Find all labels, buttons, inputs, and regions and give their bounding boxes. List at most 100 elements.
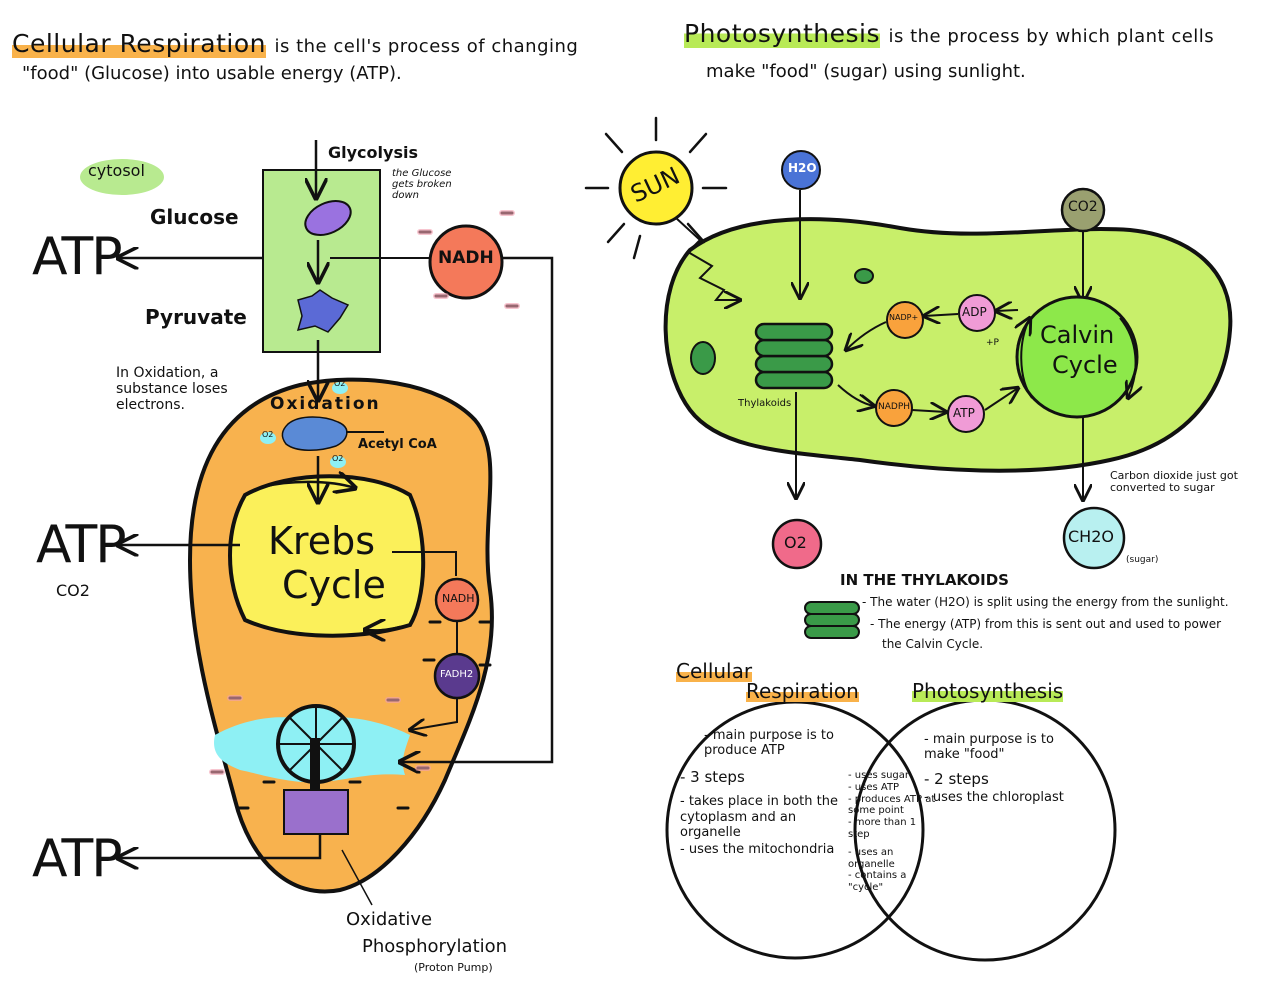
photo-title-key: Photosynthesis <box>684 19 881 48</box>
arrow-nadph-atp <box>911 410 946 412</box>
label-oxphos-2: Phosphorylation <box>362 936 508 957</box>
venn-left-item-0: - main purpose is to produce ATP <box>704 728 834 759</box>
arrow-atp-calvin <box>984 388 1018 411</box>
thylakoid-stack <box>754 322 834 390</box>
label-o2-b: O2 <box>262 430 274 439</box>
venn-right-item-2: - uses the chloroplast <box>924 790 1064 806</box>
label-pi: +P <box>986 338 999 348</box>
venn-both-item-0: - uses sugar <box>848 770 910 781</box>
label-fadh2: FADH2 <box>440 669 474 680</box>
venn-both-item-5: - contains a "cycle" <box>848 870 907 894</box>
label-cytosol: cytosol <box>88 161 145 180</box>
label-glycolysis: Glycolysis <box>328 143 418 162</box>
thylakoid-heading: IN THE THYLAKOIDS <box>840 571 1009 589</box>
chloroplast-shape <box>663 217 1233 473</box>
label-pyruvate: Pyruvate <box>145 305 247 329</box>
label-oxphos-3: (Proton Pump) <box>414 961 493 974</box>
label-atp-3: ATP <box>32 829 123 889</box>
arrow-atp-3 <box>118 834 322 858</box>
venn-right-item-0: - main purpose is to make "food" <box>924 732 1054 763</box>
oxygen-bubbles <box>260 382 348 468</box>
venn-left-item-2: - takes place in both the cytoplasm and … <box>680 794 838 840</box>
label-atp-2: ATP <box>36 515 127 575</box>
venn-both-item-2: - produces ATP at some point <box>848 793 936 817</box>
venn-label-right: Photosynthesis <box>912 679 1064 703</box>
calvin-cycle-circle <box>1015 295 1139 419</box>
photo-title-line2: make "food" (sugar) using sunlight. <box>706 61 1026 82</box>
krebs-arrow-bottom <box>365 627 401 630</box>
label-adp: ADP <box>962 305 987 319</box>
label-thylakoids: Thylakoids <box>738 398 792 409</box>
sun-ray-zigzag <box>675 217 740 300</box>
venn-left-list: - main purpose is to produce ATP - 3 ste… <box>680 728 840 858</box>
sun-rays <box>584 116 728 260</box>
electron-highlights <box>209 210 520 775</box>
venn-left-item-3: - uses the mitochondria <box>680 842 835 858</box>
acetyl-coa-shape <box>281 416 348 451</box>
label-oxidation-note: In Oxidation, a substance loses electron… <box>116 365 228 414</box>
arrow-fadh-pump <box>410 698 458 730</box>
label-krebs-1: Krebs <box>268 519 376 563</box>
resp-title-rest: is the cell's process of changing <box>274 36 579 57</box>
venn-right-item-1: - 2 steps <box>924 769 989 788</box>
arrow-calvin-adp <box>996 310 1019 311</box>
label-atp-photo: ATP <box>953 406 975 420</box>
label-co2-right: CO2 <box>1068 199 1098 215</box>
pyruvate-shape <box>296 289 350 333</box>
label-oxphos-1: Oxidative <box>346 909 433 930</box>
arrow-thylakoid-nadph <box>837 384 874 406</box>
label-acetyl-coa: Acetyl CoA <box>358 437 437 452</box>
label-o2-a: O2 <box>334 379 346 388</box>
venn-right-list: - main purpose is to make "food" - 2 ste… <box>924 732 1084 806</box>
cytosol-highlight <box>80 159 164 195</box>
label-oxidation: Oxidation <box>270 394 381 414</box>
o2-circle <box>771 518 823 570</box>
label-o2-right: O2 <box>784 533 807 552</box>
label-nadph: NADPH <box>878 402 911 412</box>
venn-both-item-3: - more than 1 step <box>848 817 917 840</box>
krebs-nadh-line <box>392 551 457 576</box>
h2o-circle <box>781 150 821 190</box>
label-carbon-note: Carbon dioxide just got converted to sug… <box>1110 469 1238 495</box>
label-h2o: H2O <box>788 161 817 175</box>
co2-circle <box>1060 187 1106 233</box>
label-o2-c: O2 <box>332 454 344 463</box>
photo-title-rest: is the process by which plant cells <box>888 26 1215 47</box>
ch2o-circle <box>1062 506 1126 570</box>
small-grana <box>690 268 874 375</box>
glucose-shape <box>304 200 352 236</box>
calvin-arrow-right <box>1119 317 1136 398</box>
label-nadh-small: NADH <box>442 592 475 605</box>
oxphos-pointer <box>341 849 373 906</box>
arrow-adp-nadp <box>924 314 959 316</box>
label-krebs-2: Cycle <box>282 563 386 607</box>
label-co2-left: CO2 <box>56 581 90 600</box>
venn-left-item-1: - 3 steps <box>680 767 745 786</box>
resp-title-key: Cellular Respiration <box>12 29 267 58</box>
label-nadh-big: NADH <box>438 248 494 268</box>
label-atp-1: ATP <box>32 227 123 287</box>
atp-synthase-base <box>283 789 349 835</box>
venn-label-left-2: Respiration <box>746 679 859 703</box>
label-glucose: Glucose <box>150 205 239 229</box>
thylakoid-legend-icon <box>804 601 860 639</box>
label-calvin-1: Calvin <box>1040 321 1115 349</box>
label-calvin-2: Cycle <box>1052 351 1118 379</box>
label-nadp: NADP+ <box>889 313 919 322</box>
thylakoid-line-2: - The energy (ATP) from this is sent out… <box>870 617 1222 631</box>
thylakoid-line-3: the Calvin Cycle. <box>882 637 984 651</box>
thylakoid-line-1: - The water (H2O) is split using the ene… <box>862 595 1229 609</box>
venn-label-left-1: Cellular <box>676 659 753 683</box>
nadh-big-circle <box>428 224 504 300</box>
label-glucose-note: the Glucose gets broken down <box>392 168 452 202</box>
atp-synthase-stalk <box>310 738 320 813</box>
arrow-nadh-pump <box>400 256 554 762</box>
venn-both-item-4: - uses an organelle <box>848 846 895 870</box>
venn-both-item-1: - uses ATP <box>848 781 900 793</box>
sun-circle <box>618 150 694 226</box>
arrow-nadp-thylakoid <box>846 321 887 350</box>
label-ch2o: CH2O <box>1068 527 1114 546</box>
photo-title-line1: Photosynthesis is the process by which p… <box>684 19 1215 48</box>
